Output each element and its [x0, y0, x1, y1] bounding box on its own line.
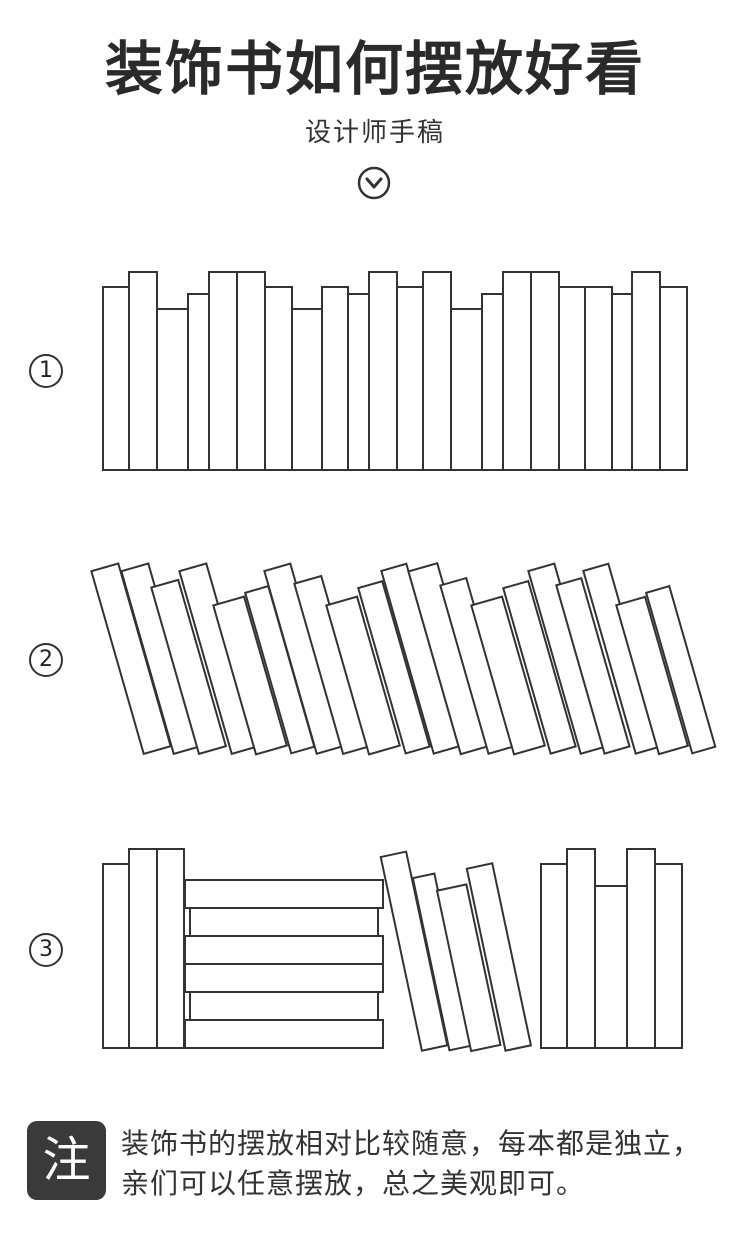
book	[156, 848, 185, 1049]
section-number-2: 2	[29, 643, 63, 677]
book	[396, 286, 424, 471]
book	[208, 271, 238, 471]
book	[264, 286, 293, 471]
book-stacked	[184, 879, 384, 909]
book	[470, 595, 547, 756]
section-number-3: 3	[29, 933, 63, 967]
book	[450, 308, 483, 471]
book	[379, 850, 449, 1052]
book	[558, 286, 586, 471]
book	[356, 579, 431, 755]
book	[611, 293, 633, 471]
book	[644, 584, 717, 755]
book	[150, 578, 228, 756]
book	[325, 595, 402, 756]
note-badge: 注	[27, 1121, 106, 1200]
book	[615, 595, 690, 756]
page-subtitle: 设计师手稿	[304, 118, 445, 148]
book-stacked	[184, 1019, 384, 1049]
book	[156, 308, 189, 471]
note-text: 装饰书的摆放相对比较随意，每本都是独立，亲们可以任意摆放，总之美观即可。	[121, 1127, 702, 1200]
book	[128, 271, 158, 471]
book	[502, 579, 577, 755]
book	[435, 883, 502, 1053]
book	[102, 863, 130, 1049]
book-stacked	[189, 991, 379, 1021]
book	[422, 271, 452, 471]
book	[321, 286, 349, 471]
book	[654, 863, 683, 1049]
book	[584, 286, 613, 471]
book	[659, 286, 688, 471]
book	[465, 862, 533, 1052]
book	[566, 848, 596, 1049]
book	[368, 271, 398, 471]
book	[291, 308, 323, 471]
book	[555, 576, 631, 755]
book	[236, 271, 266, 471]
page-title: 装饰书如何摆放好看	[104, 35, 645, 103]
book	[128, 848, 158, 1049]
book	[540, 863, 568, 1049]
book	[594, 885, 628, 1049]
book	[187, 293, 210, 471]
book	[481, 293, 504, 471]
book-stacked	[189, 907, 379, 937]
book	[631, 271, 661, 471]
book	[102, 286, 130, 471]
book-stacked	[184, 963, 384, 993]
arrangement-1-upright	[102, 271, 688, 471]
arrangement-3-mixed	[102, 848, 683, 1053]
book	[502, 271, 532, 471]
book	[347, 293, 370, 471]
section-number-1: 1	[29, 354, 63, 388]
book	[530, 271, 560, 471]
book-stacked	[184, 935, 384, 965]
chevron-down-circle-icon	[357, 166, 391, 200]
book	[626, 848, 656, 1049]
arrangement-2-leaning	[90, 561, 717, 756]
book	[212, 595, 289, 756]
